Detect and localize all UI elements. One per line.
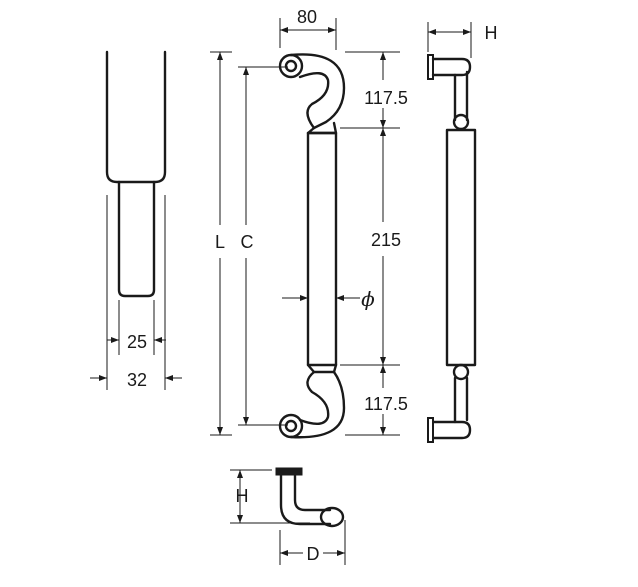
mount-bottom-view: H D bbox=[230, 467, 346, 565]
shaft-upper-body bbox=[105, 50, 167, 184]
arrow-80-left bbox=[280, 27, 288, 33]
bottom-joint bbox=[452, 363, 470, 381]
lower-offset-label: 117.5 bbox=[364, 394, 408, 414]
bottom-depth-label: D bbox=[307, 544, 320, 564]
diameter-label: ϕ bbox=[361, 287, 375, 311]
arrow-lower-bottom bbox=[380, 427, 386, 435]
arrow-C-bottom bbox=[243, 417, 249, 425]
arrow-upper-top bbox=[380, 52, 386, 60]
arrow-25-left bbox=[111, 337, 119, 343]
vertical-dimension-chain: 117.5 215 117.5 bbox=[340, 51, 408, 436]
center-distance-label: C bbox=[241, 232, 254, 252]
bottom-hook bbox=[289, 370, 346, 439]
handle-front-view: 80 ϕ bbox=[278, 7, 375, 439]
arrow-upper-bottom bbox=[380, 120, 386, 128]
upper-offset-label: 117.5 bbox=[364, 88, 408, 108]
top-joint bbox=[452, 113, 470, 131]
arrow-D-left bbox=[280, 550, 288, 556]
arrow-C-top bbox=[243, 67, 249, 75]
mount-bent-rod bbox=[279, 473, 332, 526]
bottom-height-label: H bbox=[236, 486, 249, 506]
tip-diameter-label: 25 bbox=[127, 332, 147, 352]
arrow-center-top bbox=[380, 128, 386, 136]
center-length-label: 215 bbox=[371, 230, 401, 250]
bottom-arm bbox=[431, 420, 472, 440]
arrow-80-right bbox=[328, 27, 336, 33]
arrow-32-right bbox=[165, 375, 173, 381]
shank-diameter-label: 32 bbox=[127, 370, 147, 390]
arrow-25-right bbox=[154, 337, 162, 343]
side-grip-bar bbox=[445, 128, 477, 367]
shaft-detail-view: 25 32 bbox=[90, 50, 182, 390]
arrow-L-bottom bbox=[217, 427, 223, 435]
bottom-collar bbox=[306, 363, 338, 374]
arrow-H-left bbox=[428, 29, 436, 35]
arrow-phi-left bbox=[300, 295, 308, 301]
arrow-bottom-H-top bbox=[237, 470, 243, 478]
arrow-32-left bbox=[99, 375, 107, 381]
arrow-phi-right bbox=[336, 295, 344, 301]
top-arm bbox=[431, 57, 472, 77]
handle-side-view: H bbox=[427, 22, 498, 443]
length-dimensions: L C bbox=[210, 51, 288, 436]
top-hook bbox=[289, 53, 346, 130]
overall-length-label: L bbox=[215, 232, 225, 252]
arrow-H-right bbox=[463, 29, 471, 35]
top-mount-outer bbox=[278, 53, 304, 79]
width-top-label: 80 bbox=[297, 7, 317, 27]
top-stem bbox=[453, 70, 469, 122]
bottom-mount-outer bbox=[278, 413, 304, 439]
mount-plate bbox=[275, 467, 303, 476]
arrow-center-bottom bbox=[380, 357, 386, 365]
grip-bar bbox=[306, 131, 338, 367]
shaft-tip bbox=[117, 180, 156, 298]
arrow-L-top bbox=[217, 52, 223, 60]
top-base-plate bbox=[427, 54, 434, 80]
top-mount-inner bbox=[284, 59, 298, 73]
bottom-base-plate bbox=[427, 417, 434, 443]
arrow-D-right bbox=[337, 550, 345, 556]
mount-rod-end bbox=[319, 506, 345, 528]
bottom-stem bbox=[453, 376, 469, 424]
arrow-bottom-H-bottom bbox=[237, 515, 243, 523]
arrow-lower-top bbox=[380, 365, 386, 373]
height-side-label: H bbox=[485, 23, 498, 43]
bottom-mount-inner bbox=[284, 419, 298, 433]
